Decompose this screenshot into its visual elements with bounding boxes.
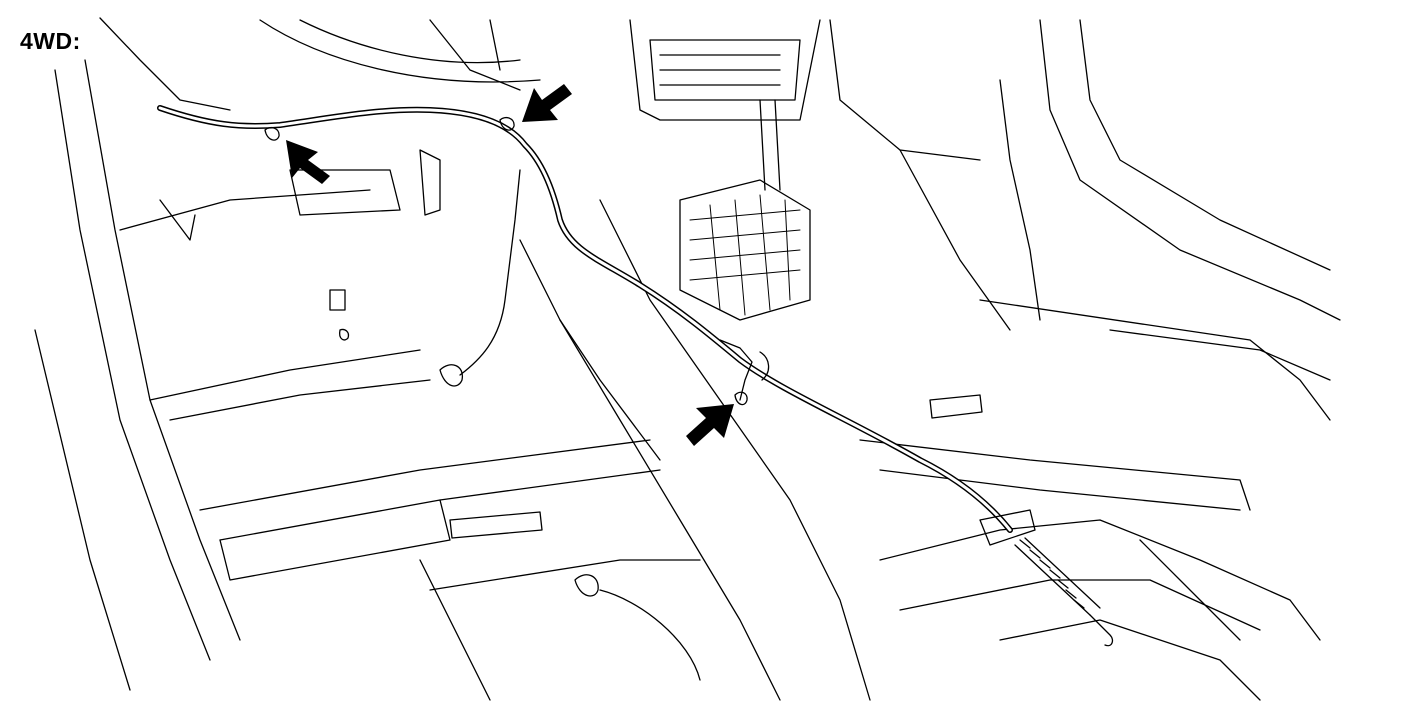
parking-brake-cable <box>157 105 1114 647</box>
vehicle-floor-outline <box>34 17 1341 701</box>
drivetrain-label: 4WD: <box>20 28 81 54</box>
arrow-icon <box>522 84 572 122</box>
arrow-icon <box>286 140 330 184</box>
arrow-icon <box>686 404 734 446</box>
